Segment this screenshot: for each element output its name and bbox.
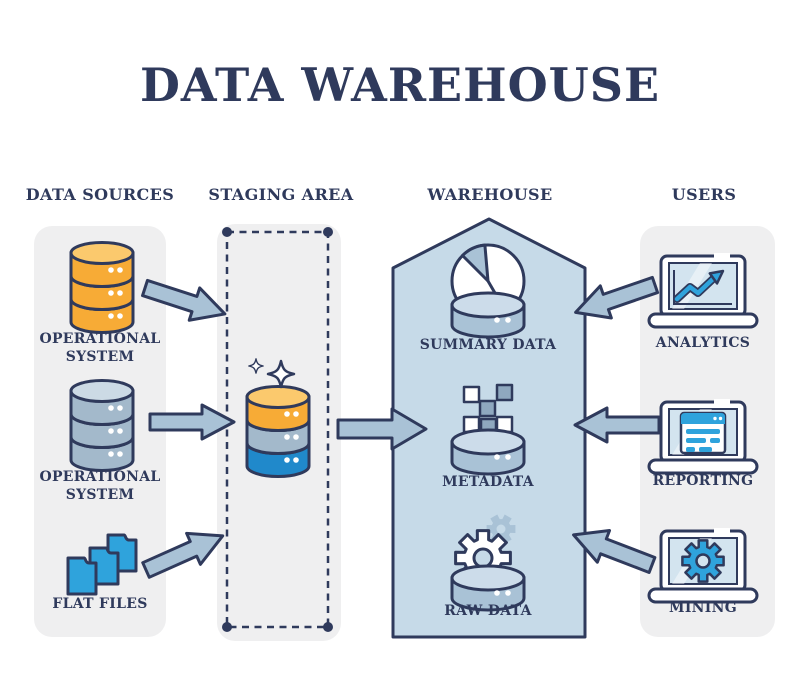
arrow-files-to-staging [141,531,225,579]
arrow-db1-to-staging [141,278,227,322]
summary-data-label: SUMMARY DATA [420,337,557,353]
arrow-reporting-to-warehouse [573,406,661,444]
staging-dashed-border [222,227,333,632]
database-yellow-icon [69,241,135,334]
mining-label: MINING [669,600,737,616]
database-gray-icon [69,379,135,472]
users-header: USERS [672,185,737,204]
raw-database-disc [450,564,526,612]
metadata-label: METADATA [442,474,535,490]
analytics-label: ANALYTICS [655,335,750,351]
raw-data-label: RAW DATA [444,603,532,619]
arrow-mining-to-warehouse [572,528,657,574]
gear-icon-small [486,514,516,544]
arrow-staging-to-warehouse [336,407,428,451]
page-title: DATA WAREHOUSE [140,58,660,112]
warehouse-header: WAREHOUSE [426,185,552,204]
flat-files-label: FLAT FILES [52,596,147,612]
sparkle-icon [248,358,296,389]
operational-system-label-1-line-1: OPERATIONAL [39,331,160,347]
operational-system-label-2-line-2: SYSTEM [66,487,135,503]
data-sources-header: DATA SOURCES [26,185,174,204]
laptop-mining-icon [647,528,759,604]
summary-database-disc [450,291,526,339]
operational-system-label-2-line-1: OPERATIONAL [39,469,160,485]
arrow-analytics-to-warehouse [574,275,660,320]
staging-area-header: STAGING AREA [208,185,353,204]
flat-files-icon [66,533,138,596]
metadata-database-disc [450,428,526,476]
laptop-reporting-icon [647,399,759,475]
arrow-db2-to-staging [148,403,236,441]
reporting-label: REPORTING [653,473,754,489]
staging-database-stack-icon [245,385,311,478]
operational-system-label-1-line-2: SYSTEM [66,349,135,365]
laptop-analytics-icon [647,253,759,329]
